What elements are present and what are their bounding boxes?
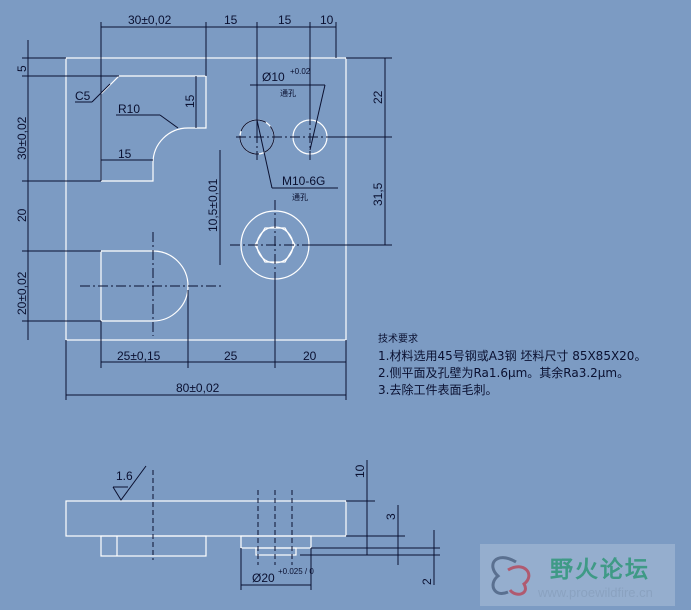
pocket-outline [100,75,207,182]
slot-outline [100,250,189,322]
svg-text:20: 20 [15,208,29,222]
notes-title: 技术要求 [378,334,418,345]
svg-text:31,5: 31,5 [371,182,385,206]
technical-requirements: 技术要求 1.材料选用45号钢或A3钢 坯料尺寸 85X85X20。 2.侧平面… [378,330,646,399]
svg-text:30±0,02: 30±0,02 [15,116,29,160]
svg-text:5: 5 [15,65,29,72]
svg-text:15: 15 [118,147,132,161]
svg-text:15: 15 [278,13,292,27]
svg-text:M10-6G: M10-6G [282,174,325,188]
svg-text:C5: C5 [75,89,91,103]
watermark: 野火论坛 www.proewildfire.cn [480,544,675,606]
svg-text:20: 20 [303,349,317,363]
svg-text:Ø20: Ø20 [252,571,275,585]
svg-text:80±0,02: 80±0,02 [176,381,220,395]
butterfly-logo-icon [491,556,531,596]
svg-text:R10: R10 [118,102,140,116]
svg-text:+0.02: +0.02 [290,67,311,76]
svg-text:15: 15 [224,13,238,27]
dimension-texts: 30±0,02 15 15 10 5 30±0,02 20 20±0,02 C5… [15,13,385,395]
side-view: 1.6 10 3 2 Ø20 +0.025 / 0 [65,460,440,590]
svg-text:15: 15 [183,94,197,108]
svg-text:3: 3 [384,513,398,520]
svg-text:10: 10 [353,464,367,478]
dimension-lines [22,22,392,400]
svg-text:10,5±0,01: 10,5±0,01 [206,178,220,232]
svg-text:25±0,15: 25±0,15 [117,349,161,363]
svg-text:30±0,02: 30±0,02 [128,13,172,27]
note-item: 2.侧平面及孔壁为Ra1.6μm。其余Ra3.2μm。 [378,366,630,380]
note-item: 1.材料选用45号钢或A3钢 坯料尺寸 85X85X20。 [378,349,647,363]
svg-text:10: 10 [320,13,334,27]
note-item: 3.去除工件表面毛刺。 [378,383,498,397]
svg-text:1.6: 1.6 [116,469,133,483]
svg-text:22: 22 [371,90,385,104]
svg-text:2: 2 [420,578,434,585]
svg-text:Ø10: Ø10 [262,70,285,84]
svg-text:20±0,02: 20±0,02 [15,271,29,315]
svg-text:通孔: 通孔 [292,192,308,202]
svg-text:+0.025 / 0: +0.025 / 0 [278,567,314,576]
svg-text:25: 25 [224,349,238,363]
watermark-name: 野火论坛 [550,557,650,583]
svg-text:通孔: 通孔 [280,88,296,98]
watermark-url: www.proewildfire.cn [538,585,653,600]
